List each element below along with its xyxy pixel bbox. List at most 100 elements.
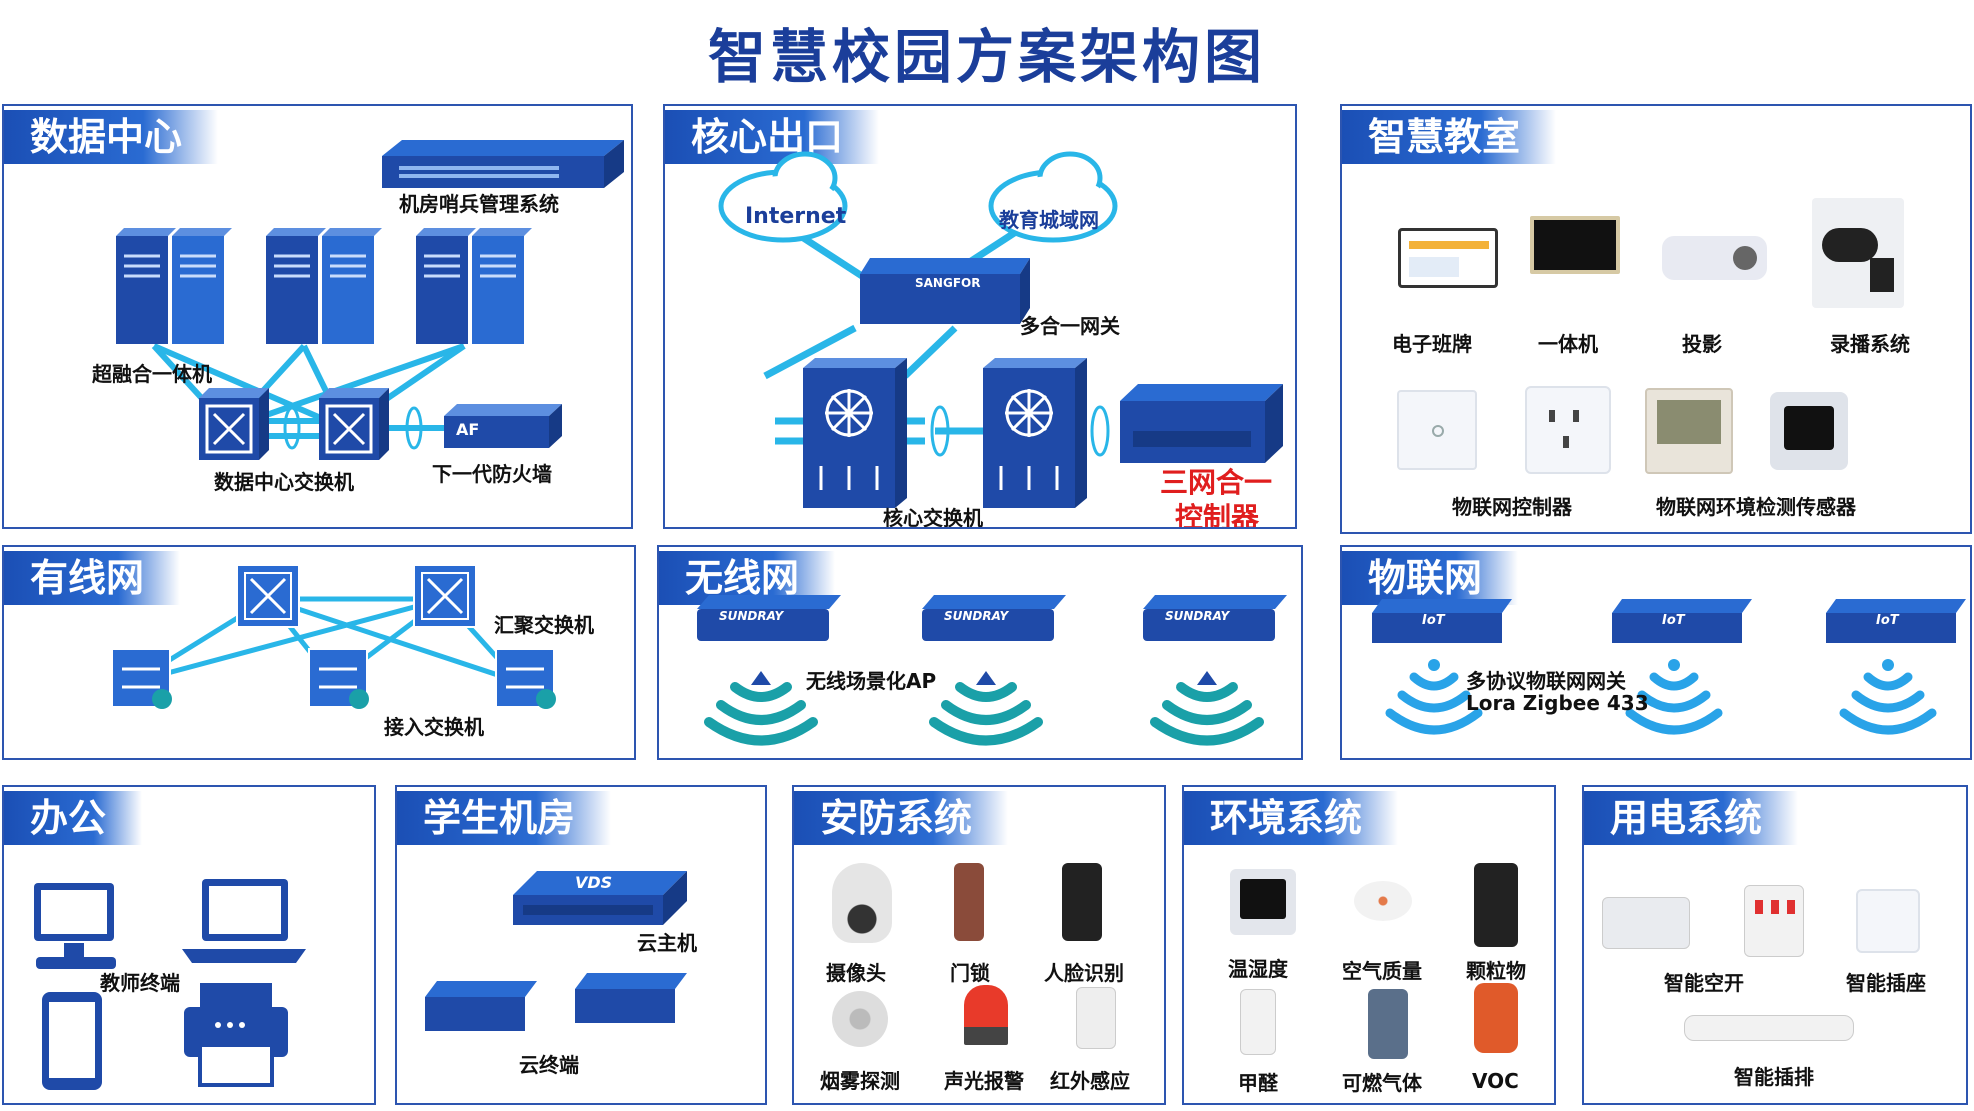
air-quality-image xyxy=(1354,881,1412,921)
iot-graphics xyxy=(1372,599,1966,735)
wifi-waves xyxy=(704,682,1264,746)
panel-student-lab: 学生机房 VDS 云主机 云终端 xyxy=(395,785,767,1105)
e-class-board-image xyxy=(1398,228,1498,288)
panel-power: 用电系统 智能空开 智能插座 智能插排 xyxy=(1582,785,1968,1105)
panel-title: 核心出口 xyxy=(665,110,880,164)
face-recognition-image xyxy=(1062,863,1102,941)
af-text: AF xyxy=(456,420,480,439)
security-item-label: 红外感应 xyxy=(1050,1069,1130,1093)
door-lock-image xyxy=(954,863,984,941)
vds-text: VDS xyxy=(575,873,613,892)
firewall-device xyxy=(444,404,562,448)
internet-cloud xyxy=(718,151,848,243)
ap-brand-text: SUNDRAY xyxy=(719,609,784,623)
cloud-terminal-devices xyxy=(425,973,687,1031)
env-item-label: 可燃气体 xyxy=(1342,1071,1422,1095)
server-racks xyxy=(116,228,532,344)
recording-camera-image xyxy=(1812,198,1904,308)
laptop-icon xyxy=(182,879,306,963)
dc-switches xyxy=(199,388,389,460)
air-switch-image xyxy=(1744,885,1804,957)
core-switches xyxy=(803,358,1087,508)
edu-net-label: 教育城域网 xyxy=(999,208,1099,232)
security-item-label: 烟雾探测 xyxy=(820,1069,900,1093)
lab-graphics xyxy=(425,871,687,1031)
security-item-label: 人脸识别 xyxy=(1044,961,1124,985)
security-item-label: 门锁 xyxy=(950,961,990,985)
agg-switch-label: 汇聚交换机 xyxy=(494,613,594,637)
panel-title: 有线网 xyxy=(4,551,181,605)
edu-net-cloud xyxy=(988,151,1118,243)
particulate-image xyxy=(1474,863,1518,947)
panel-title: 智慧教室 xyxy=(1342,110,1557,164)
panel-classroom: 智慧教室 电子班牌 一体机 投影 录播系统 xyxy=(1340,104,1972,534)
env-item-label: 温湿度 xyxy=(1228,957,1288,981)
core-switch-label: 核心交换机 xyxy=(883,506,983,529)
panel-wired: 有线网 xyxy=(2,545,636,760)
firewall-label: 下一代防火墙 xyxy=(432,462,552,486)
alarm-light-image xyxy=(964,985,1008,1045)
iot-gateway-label-line1: 多协议物联网网关 xyxy=(1466,669,1626,693)
cloud-host-device xyxy=(513,871,687,925)
air-switch-label: 智能空开 xyxy=(1664,971,1744,995)
office-graphics xyxy=(34,879,306,1090)
iot-switch-image xyxy=(1397,390,1477,470)
panel-security: 安防系统 摄像头 门锁 人脸识别 烟雾探测 声光报警 红外感应 xyxy=(792,785,1166,1105)
voc-image xyxy=(1474,983,1518,1053)
panel-data-center: 数据中心 xyxy=(2,104,633,529)
formaldehyde-image xyxy=(1240,989,1276,1055)
panel-title: 学生机房 xyxy=(397,791,612,845)
camera-image xyxy=(832,863,892,943)
socket-label: 智能插座 xyxy=(1846,971,1926,995)
env-item-label: 颗粒物 xyxy=(1466,959,1526,983)
desktop-icon xyxy=(34,883,116,969)
panel-title: 数据中心 xyxy=(4,110,219,164)
panel-title: 安防系统 xyxy=(794,791,1009,845)
tablet-icon xyxy=(42,992,102,1090)
iot-controller-label: 物联网控制器 xyxy=(1452,495,1572,519)
meter-image xyxy=(1602,897,1690,949)
env-item-label: VOC xyxy=(1472,1069,1519,1093)
agg-switches xyxy=(236,564,477,628)
env-sensor-image xyxy=(1770,392,1848,470)
security-item-label: 声光报警 xyxy=(944,1069,1024,1093)
ap-brand-text: SUNDRAY xyxy=(944,609,1009,623)
panel-core: 核心出口 xyxy=(663,104,1297,529)
panel-environment: 环境系统 温湿度 空气质量 颗粒物 甲醛 可燃气体 VOC xyxy=(1182,785,1556,1105)
panel-title: 用电系统 xyxy=(1584,791,1799,845)
all-in-one-image xyxy=(1530,216,1620,274)
core-graphics xyxy=(718,151,1283,508)
ap-label: 无线场景化AP xyxy=(806,669,937,693)
wired-graphics xyxy=(111,564,556,709)
dc-graphics xyxy=(116,140,624,460)
panel-title: 物联网 xyxy=(1342,551,1519,605)
env-item-label: 甲醛 xyxy=(1238,1071,1278,1095)
page-title: 智慧校园方案架构图 xyxy=(707,23,1266,91)
combustible-gas-image xyxy=(1368,989,1408,1059)
classroom-item-label: 电子班牌 xyxy=(1392,332,1472,356)
wireless-graphics xyxy=(697,595,1287,746)
ap-devices xyxy=(697,595,1287,641)
env-panel-image xyxy=(1645,388,1733,474)
smart-socket-image xyxy=(1856,889,1920,953)
security-item-label: 摄像头 xyxy=(826,961,886,985)
cloud-host-label: 云主机 xyxy=(637,931,697,955)
iot-brand-text: IoT xyxy=(1662,613,1685,628)
controller-label-line1: 三网合一 xyxy=(1160,466,1273,499)
smoke-detector-image xyxy=(832,991,888,1047)
env-item-label: 空气质量 xyxy=(1342,959,1422,983)
panel-title: 办公 xyxy=(4,791,143,845)
gateway-label: 多合一网关 xyxy=(1020,314,1120,338)
cloud-terminal-label: 云终端 xyxy=(519,1053,579,1077)
iot-sensor-label: 物联网环境检测传感器 xyxy=(1656,495,1856,519)
access-switches xyxy=(111,648,556,709)
controller-label-line2: 控制器 xyxy=(1175,501,1260,529)
sentinel-label: 机房哨兵管理系统 xyxy=(399,192,559,216)
teacher-terminal-label: 教师终端 xyxy=(100,971,180,995)
panel-title: 环境系统 xyxy=(1184,791,1399,845)
panel-iot: 物联网 IoT IoT IoT 多协议物联网网关 Lora Zigbee 433 xyxy=(1340,545,1972,760)
infrared-sensor-image xyxy=(1076,987,1116,1049)
sangfor-text: SANGFOR xyxy=(915,276,981,290)
panel-office: 办公 教师终端 xyxy=(2,785,376,1105)
